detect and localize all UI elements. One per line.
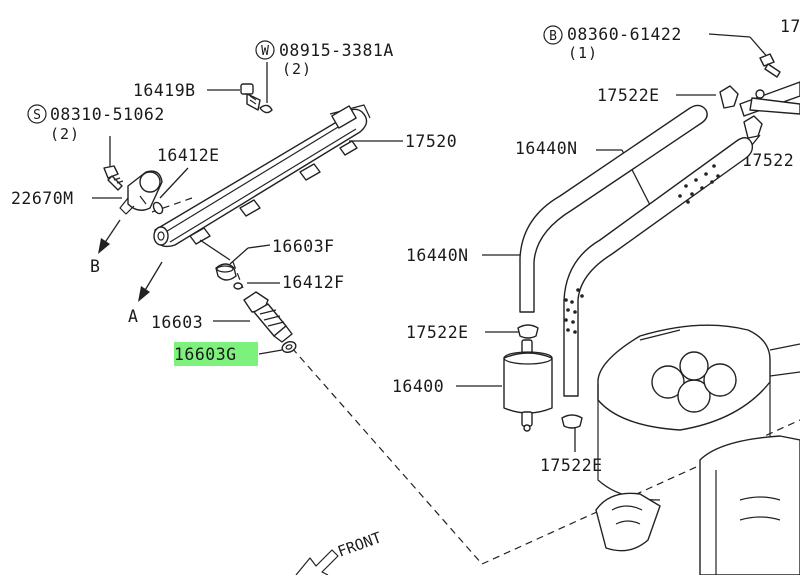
label-16603[interactable]: 16603: [151, 313, 203, 332]
washer-08915-3381a[interactable]: [259, 104, 273, 114]
label-16440n-top[interactable]: 16440N: [515, 139, 578, 158]
lower-runner: [595, 492, 661, 552]
insulator-16603f[interactable]: [215, 263, 237, 281]
label-17522e-bottom[interactable]: 17522E: [540, 456, 603, 475]
fuel-rail-17520[interactable]: [153, 104, 371, 261]
qty-08360-61422: (1): [568, 44, 598, 62]
screw-08310-51062[interactable]: [103, 165, 124, 191]
arrow-a: [138, 261, 163, 302]
arrow-a-label: A: [128, 307, 138, 326]
symbol-b-circle: B: [543, 25, 563, 45]
clamp-17522e-top[interactable]: [719, 85, 739, 109]
arrow-b-label: B: [90, 257, 100, 276]
symbol-s-circle: S: [27, 104, 47, 124]
oring-16412e[interactable]: [152, 201, 165, 215]
hose-16440n-right[interactable]: [563, 137, 754, 397]
label-17522e-mid[interactable]: 17522E: [406, 323, 469, 342]
injector-16603[interactable]: [243, 291, 293, 343]
front-arrow: [295, 549, 339, 575]
symbol-w-circle: W: [255, 40, 275, 60]
label-22670m[interactable]: 22670M: [11, 189, 74, 208]
intake-manifold: [597, 324, 800, 501]
bolt-08360-61422[interactable]: [759, 53, 781, 78]
label-17522e-top[interactable]: 17522E: [597, 86, 660, 105]
label-16603f[interactable]: 16603F: [272, 237, 335, 256]
hose-16440n-left[interactable]: [519, 104, 708, 313]
label-16412f[interactable]: 16412F: [282, 273, 345, 292]
label-16419b[interactable]: 16419B: [133, 81, 196, 100]
clamp-17522-right[interactable]: [743, 115, 763, 139]
label-08915-3381a[interactable]: 08915-3381A: [279, 41, 394, 60]
symbol-w: W: [261, 44, 269, 59]
highlight-16603g: [174, 342, 258, 366]
fuel-filter-16400[interactable]: [503, 339, 553, 432]
pipe-fitting-top-right[interactable]: [739, 81, 800, 117]
regulator-22670m[interactable]: [119, 170, 163, 215]
front-label: FRONT: [335, 528, 384, 560]
clamp-17522e-mid[interactable]: [517, 324, 539, 339]
symbol-b: B: [549, 29, 557, 44]
arrow-b: [98, 219, 121, 254]
leader-lines-left: [92, 62, 403, 355]
label-16400[interactable]: 16400: [392, 377, 444, 396]
clamp-17522e-bottom[interactable]: [561, 414, 583, 429]
label-16603g[interactable]: 16603G: [174, 345, 237, 364]
qty-08310-51062: (2): [50, 125, 80, 143]
label-17-cut[interactable]: 17: [780, 17, 800, 36]
seal-16603g[interactable]: [281, 340, 298, 354]
symbol-s: S: [33, 108, 41, 123]
bolt-16419b[interactable]: [240, 83, 261, 111]
label-17522-right[interactable]: 17522: [742, 151, 794, 170]
engine-block: [699, 435, 800, 575]
oring-16412f[interactable]: [233, 282, 243, 290]
hose-ribs: [564, 164, 720, 334]
label-16412e[interactable]: 16412E: [157, 146, 220, 165]
label-16440n-left[interactable]: 16440N: [406, 246, 469, 265]
label-17520[interactable]: 17520: [405, 132, 457, 151]
label-08360-61422[interactable]: 08360-61422: [567, 25, 682, 44]
label-08310-51062[interactable]: 08310-51062: [50, 105, 165, 124]
qty-08915-3381a: (2): [282, 60, 312, 78]
